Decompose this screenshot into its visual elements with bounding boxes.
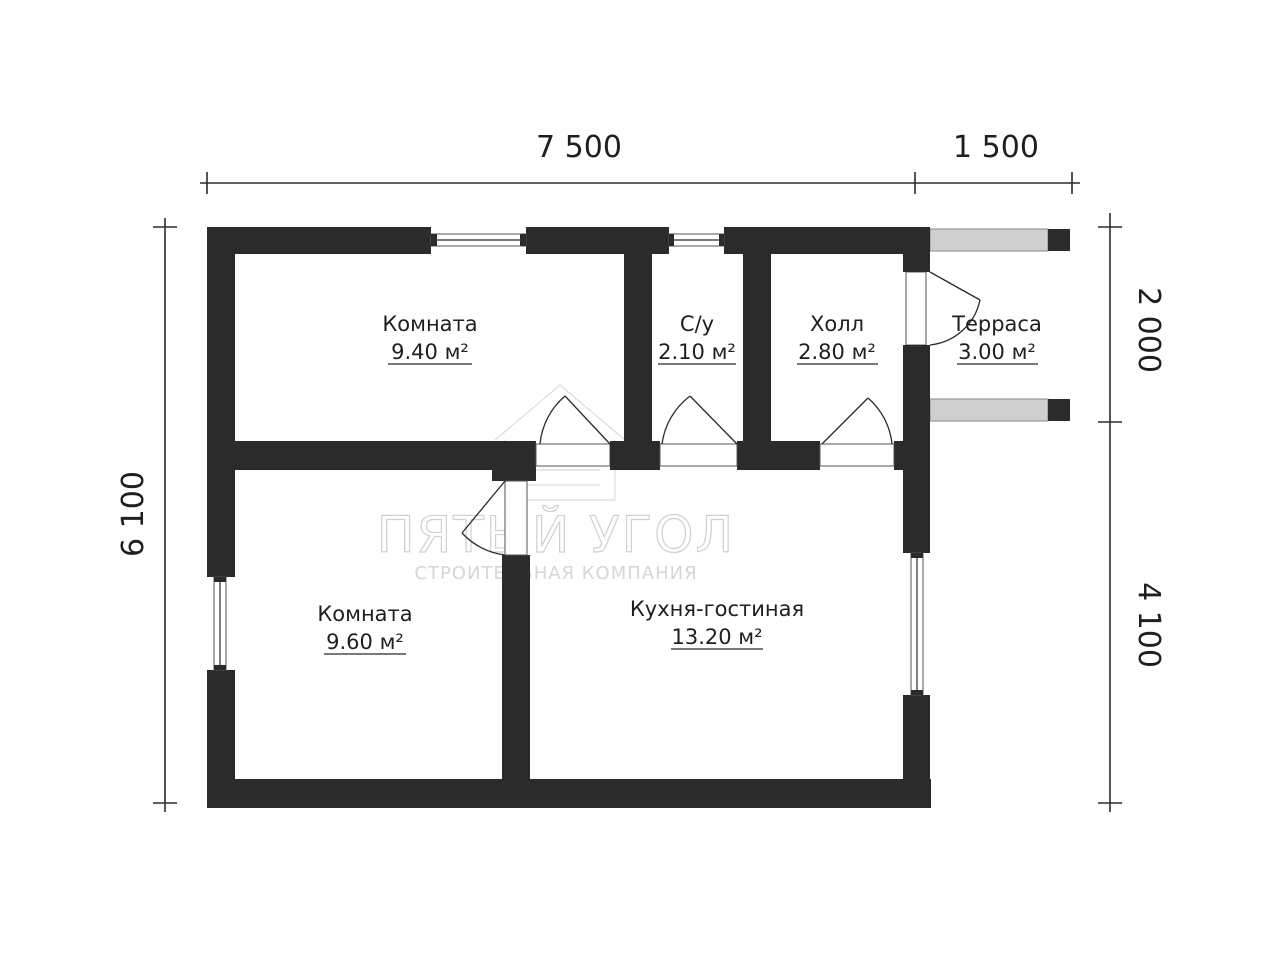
dim-right-top: 2 000 <box>1131 287 1166 373</box>
door-upper-room <box>535 395 624 470</box>
room-area: 2.80 м² <box>798 340 876 364</box>
window-right-kitchen <box>910 552 924 696</box>
door-bath <box>659 395 738 467</box>
room-terrace: Терраса 3.00 м² <box>951 312 1042 365</box>
room-area: 9.40 м² <box>391 340 469 364</box>
terrace-slabs <box>929 228 1070 422</box>
room-name: Комната <box>382 312 477 336</box>
room-upper-left: Комната 9.40 м² <box>382 312 478 365</box>
room-name: Терраса <box>951 312 1042 336</box>
door-entrance <box>903 266 981 351</box>
door-hall <box>819 397 895 467</box>
room-area: 9.60 м² <box>326 630 404 654</box>
watermark-title: ПЯТЫЙ УГОЛ <box>377 505 735 564</box>
room-name: Комната <box>317 602 412 626</box>
room-area: 2.10 м² <box>658 340 736 364</box>
room-bathroom: С/у 2.10 м² <box>658 312 736 365</box>
dimension-lines <box>153 172 1122 812</box>
room-name: Кухня-гостиная <box>630 597 804 621</box>
windows <box>213 233 924 696</box>
room-area: 13.20 м² <box>671 625 762 649</box>
room-lower-left: Комната 9.60 м² <box>317 602 413 655</box>
dim-top-side: 1 500 <box>953 130 1039 165</box>
dim-top-main: 7 500 <box>536 130 622 165</box>
room-hall: Холл 2.80 м² <box>797 312 878 365</box>
doors <box>461 266 981 556</box>
walls <box>207 227 931 808</box>
dim-right-bottom: 4 100 <box>1131 582 1166 668</box>
room-name: Холл <box>810 312 864 336</box>
door-lower-room <box>461 480 528 556</box>
dim-left-total: 6 100 <box>116 471 151 557</box>
watermark-subtitle: СТРОИТЕЛЬНАЯ КОМПАНИЯ <box>414 563 697 584</box>
watermark: ПЯТЫЙ УГОЛ СТРОИТЕЛЬНАЯ КОМПАНИЯ <box>376 384 735 584</box>
room-kitchen-living: Кухня-гостиная 13.20 м² <box>630 597 804 650</box>
dimension-labels: 7 500 1 500 6 100 2 000 4 100 <box>116 130 1166 668</box>
room-labels: Комната 9.40 м² С/у 2.10 м² Холл 2.80 м²… <box>317 312 1042 655</box>
room-name: С/у <box>680 312 714 336</box>
window-top-room <box>430 233 527 247</box>
room-area: 3.00 м² <box>958 340 1036 364</box>
window-left-room <box>213 576 227 671</box>
window-top-bath <box>668 233 725 247</box>
